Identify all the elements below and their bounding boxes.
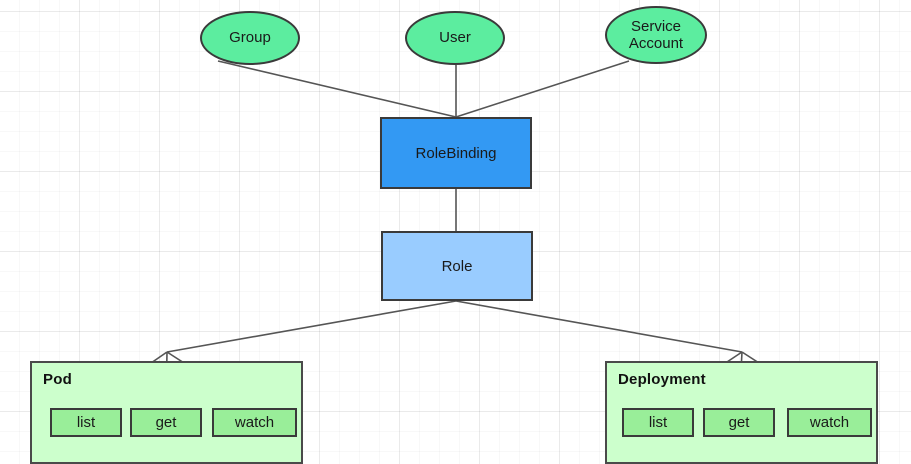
verb-pod-watch-label: watch bbox=[234, 414, 275, 431]
node-user-label: User bbox=[439, 29, 471, 47]
node-rolebinding[interactable]: RoleBinding bbox=[380, 117, 532, 189]
edge-role-pod bbox=[166, 300, 457, 353]
edge-serviceaccount-rolebinding bbox=[455, 60, 630, 118]
node-group[interactable]: Group bbox=[200, 11, 300, 65]
verb-pod-watch[interactable]: watch bbox=[212, 408, 297, 437]
verb-pod-get[interactable]: get bbox=[130, 408, 202, 437]
node-rolebinding-label: RoleBinding bbox=[415, 144, 497, 162]
edge-role-deployment bbox=[455, 300, 743, 353]
verb-deployment-watch-label: watch bbox=[809, 414, 850, 431]
verb-pod-get-label: get bbox=[155, 414, 177, 431]
group-pod-title: Pod bbox=[43, 371, 72, 388]
verb-deployment-list[interactable]: list bbox=[622, 408, 694, 437]
verb-pod-list-label: list bbox=[76, 414, 96, 431]
node-service-account-label: Service Account bbox=[628, 17, 684, 52]
node-service-account[interactable]: Service Account bbox=[605, 6, 707, 64]
node-role[interactable]: Role bbox=[381, 231, 533, 301]
verb-deployment-get-label: get bbox=[728, 414, 750, 431]
node-role-label: Role bbox=[441, 257, 473, 275]
verb-deployment-get[interactable]: get bbox=[703, 408, 775, 437]
node-group-label: Group bbox=[229, 29, 271, 47]
edge-group-rolebinding bbox=[217, 60, 457, 118]
verb-deployment-list-label: list bbox=[648, 414, 668, 431]
group-deployment-title: Deployment bbox=[618, 371, 706, 388]
node-user[interactable]: User bbox=[405, 11, 505, 65]
verb-deployment-watch[interactable]: watch bbox=[787, 408, 872, 437]
verb-pod-list[interactable]: list bbox=[50, 408, 122, 437]
